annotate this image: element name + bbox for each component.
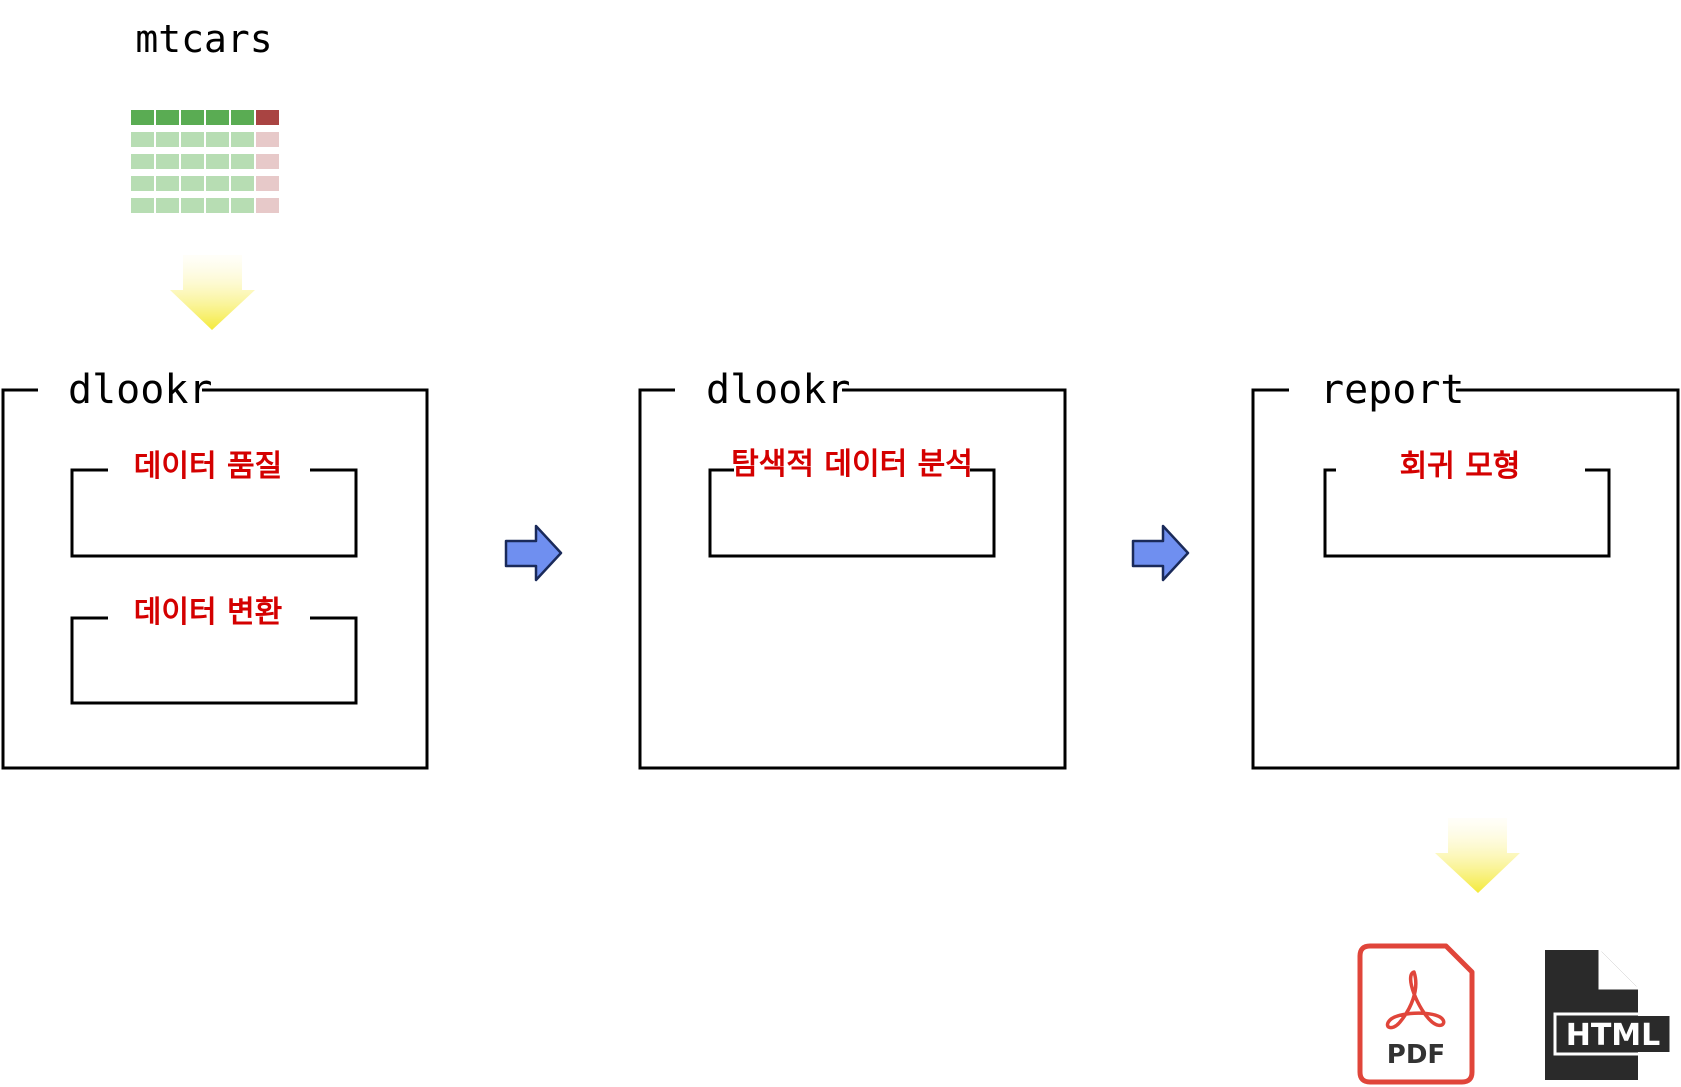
table-cell [131,198,154,213]
module-title: report [1320,367,1465,413]
table-cell [181,198,204,213]
table-cell [206,154,229,169]
pdf-label: PDF [1387,1040,1445,1070]
table-cell [156,198,179,213]
acrobat-logo [1385,970,1446,1030]
section-frame [1323,468,1611,558]
table-cell [206,176,229,191]
table-header-cell [256,110,279,125]
html-label: HTML [1566,1018,1661,1053]
table-cell [181,132,204,147]
table-cell [181,176,204,191]
html-label-frame [1553,1012,1673,1056]
source-title: mtcars [135,17,272,61]
table-cell [256,154,279,169]
table-cell [131,176,154,191]
pdf-file-icon: PDF [1357,943,1475,1085]
table-cell [181,154,204,169]
right-arrow-icon [1131,524,1190,582]
down-arrow-icon [1435,818,1520,893]
module-title: dlookr [68,367,213,413]
section-frame [708,468,996,558]
table-header-cell [231,110,254,125]
table-cell [256,176,279,191]
module-frame [1251,388,1680,770]
section-label-eda: 탐색적 데이터 분석 [731,447,973,482]
module-dlookr-eda: dlookr 탐색적 데이터 분석 [638,367,1067,770]
module-title: dlookr [706,367,851,413]
table-header-cell [181,110,204,125]
module-frame [1,388,429,770]
table-header-cell [156,110,179,125]
table-cell [156,154,179,169]
table-cell [256,132,279,147]
table-cell [131,132,154,147]
table-cell [156,176,179,191]
module-report: report 회귀 모형 [1251,367,1680,770]
table-cell [206,132,229,147]
section-label-data-quality: 데이터 품질 [134,449,282,484]
section-label-data-transform: 데이터 변환 [134,595,282,630]
data-table-icon [131,110,279,213]
down-arrow-icon [170,255,255,330]
table-header-cell [206,110,229,125]
section-frame [70,468,358,558]
table-cell [231,198,254,213]
module-dlookr-quality: dlookr 데이터 품질 데이터 변환 [1,367,429,770]
section-label-regression: 회귀 모형 [1400,449,1521,484]
table-cell [231,154,254,169]
table-cell [231,132,254,147]
table-cell [156,132,179,147]
html-file-icon: HTML [1545,950,1673,1080]
table-cell [206,198,229,213]
right-arrow-icon [504,524,563,582]
table-header-cell [131,110,154,125]
table-cell [231,176,254,191]
file-fold [1598,950,1638,990]
table-cell [131,154,154,169]
section-frame [70,616,358,705]
module-frame [638,388,1067,770]
table-cell [256,198,279,213]
